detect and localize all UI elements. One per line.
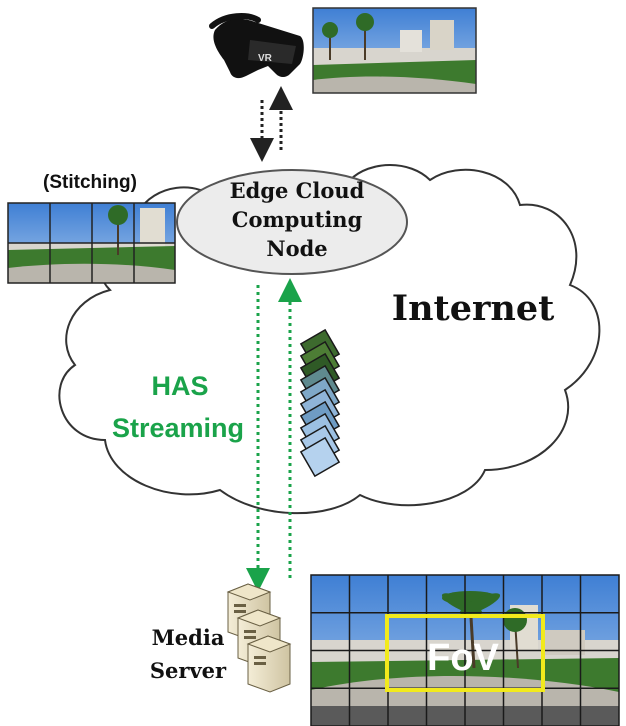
- edge-node-label-3: Node: [266, 236, 327, 261]
- stitched-image: [7, 202, 176, 284]
- server-stack-icon: [226, 583, 292, 693]
- has-label-2: Streaming: [112, 413, 244, 443]
- tiled-360-frame: FoV: [310, 574, 620, 726]
- has-label-1: HAS: [151, 371, 208, 401]
- vr-headset-icon: VR: [209, 13, 304, 79]
- edge-node-label-1: Edge Cloud: [230, 178, 365, 203]
- edge-node-label-2: Computing: [232, 207, 363, 232]
- video-tiles-stack-icon: [299, 328, 341, 478]
- fov-label: FoV: [427, 637, 499, 679]
- vr-view-image: [312, 7, 477, 94]
- stitching-label: (Stitching): [43, 172, 137, 193]
- edge-node-ellipse: [176, 169, 408, 275]
- media-server-label-2: Server: [150, 658, 227, 683]
- media-server-label-1: Media: [152, 625, 225, 650]
- video-tile: [299, 436, 341, 478]
- internet-label: Internet: [392, 288, 555, 329]
- fov-box: [385, 614, 545, 692]
- headset-text: VR: [258, 53, 273, 64]
